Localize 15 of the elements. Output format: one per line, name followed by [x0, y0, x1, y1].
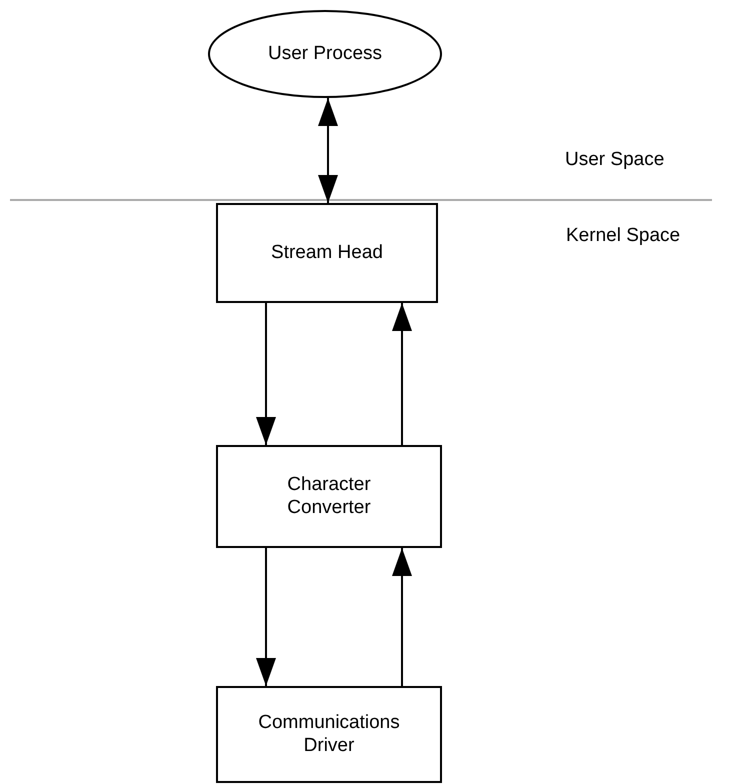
node-label: Character Converter: [286, 474, 372, 520]
process-box: [216, 203, 438, 303]
arrow: [392, 303, 412, 445]
node-label: Stream Head: [271, 242, 383, 264]
arrow: [256, 548, 276, 686]
node-label: User Process: [268, 42, 382, 66]
arrow: [318, 98, 338, 203]
process-box: [216, 686, 442, 783]
process-box: [216, 445, 442, 548]
region-label: Kernel Space: [566, 225, 680, 247]
arrow: [392, 548, 412, 686]
region-label: User Space: [565, 149, 664, 171]
node-label: Communications Driver: [257, 712, 401, 758]
arrow: [256, 303, 276, 445]
ellipse-node: [208, 10, 442, 98]
